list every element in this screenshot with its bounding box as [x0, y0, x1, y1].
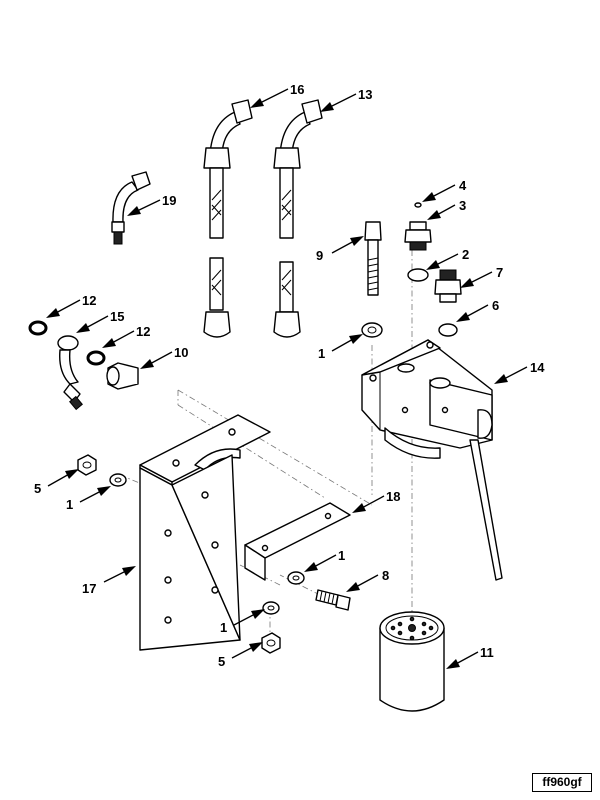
callout-9-label: 9	[316, 248, 323, 263]
filter-head-14	[361, 339, 503, 581]
callout-16-label: 16	[290, 82, 304, 97]
callout-19-label: 19	[162, 193, 176, 208]
washer-1-upper	[361, 322, 383, 338]
nut-5-upper	[77, 454, 97, 476]
hose-16	[203, 99, 253, 338]
callout-16: 16	[250, 82, 304, 108]
callout-4-label: 4	[459, 178, 467, 193]
callout-5-lower-label: 5	[218, 654, 225, 669]
callout-12-lower-label: 12	[136, 324, 150, 339]
o-ring-12-upper	[28, 320, 48, 336]
callout-11: 11	[446, 645, 494, 669]
callout-12-upper-label: 12	[82, 293, 96, 308]
callout-18-label: 18	[386, 489, 400, 504]
callout-1-lower-label: 1	[220, 620, 227, 635]
capscrew-8	[315, 589, 351, 611]
callout-14-label: 14	[530, 360, 545, 375]
fitting-7	[434, 269, 462, 303]
capscrew-9	[364, 221, 382, 296]
nut-5-lower	[261, 632, 281, 654]
callout-10: 10	[140, 345, 188, 369]
banjo-bolt-10	[106, 362, 139, 390]
washer-1-lower	[262, 601, 280, 615]
callout-11-label: 11	[480, 645, 494, 660]
fuel-line-15	[57, 335, 83, 411]
callout-7: 7	[460, 265, 503, 288]
callout-7-label: 7	[496, 265, 503, 280]
callout-6-label: 6	[492, 298, 499, 313]
callout-8-label: 8	[382, 568, 389, 583]
callout-2-label: 2	[462, 247, 469, 262]
callout-9: 9	[316, 236, 364, 263]
callout-5-lower: 5	[218, 642, 263, 669]
callout-2: 2	[426, 247, 469, 270]
callout-1-upper-label: 1	[318, 346, 325, 361]
o-ring-2	[407, 268, 429, 282]
o-ring-6	[438, 323, 458, 337]
callout-19: 19	[127, 193, 176, 216]
callout-1-right: 1	[304, 548, 345, 572]
fuel-filter-11	[379, 611, 445, 712]
callout-15: 15	[76, 309, 124, 333]
callout-18: 18	[352, 489, 400, 513]
hose-13	[273, 99, 323, 338]
callout-6: 6	[456, 298, 499, 322]
callout-3-label: 3	[459, 198, 466, 213]
callout-5-upper: 5	[34, 469, 79, 496]
callout-15-label: 15	[110, 309, 124, 324]
callout-4: 4	[422, 178, 467, 202]
elbow-fitting-19	[111, 171, 151, 245]
bracket-18	[244, 502, 351, 581]
washer-1-left	[109, 473, 127, 487]
callout-10-label: 10	[174, 345, 188, 360]
callout-14: 14	[494, 360, 545, 384]
callout-1-lower: 1	[220, 609, 265, 635]
callout-1-left: 1	[66, 486, 111, 512]
callout-1-right-label: 1	[338, 548, 345, 563]
drawing-id-label: ff960gf	[532, 773, 592, 792]
bracket-17	[139, 414, 271, 651]
fitting-3	[404, 221, 432, 251]
callout-12-upper: 12	[46, 293, 96, 318]
callout-3: 3	[427, 198, 466, 220]
callout-5-upper-label: 5	[34, 481, 41, 496]
callout-1-upper: 1	[318, 334, 363, 361]
callout-17: 17	[82, 566, 136, 596]
washer-1-right	[287, 571, 305, 585]
o-ring-4	[414, 202, 422, 208]
callout-1-left-label: 1	[66, 497, 73, 512]
o-ring-12-lower	[86, 350, 106, 366]
callout-13: 13	[320, 87, 372, 112]
callout-17-label: 17	[82, 581, 96, 596]
callout-13-label: 13	[358, 87, 372, 102]
callout-12-lower: 12	[102, 324, 150, 348]
callout-8: 8	[346, 568, 389, 592]
